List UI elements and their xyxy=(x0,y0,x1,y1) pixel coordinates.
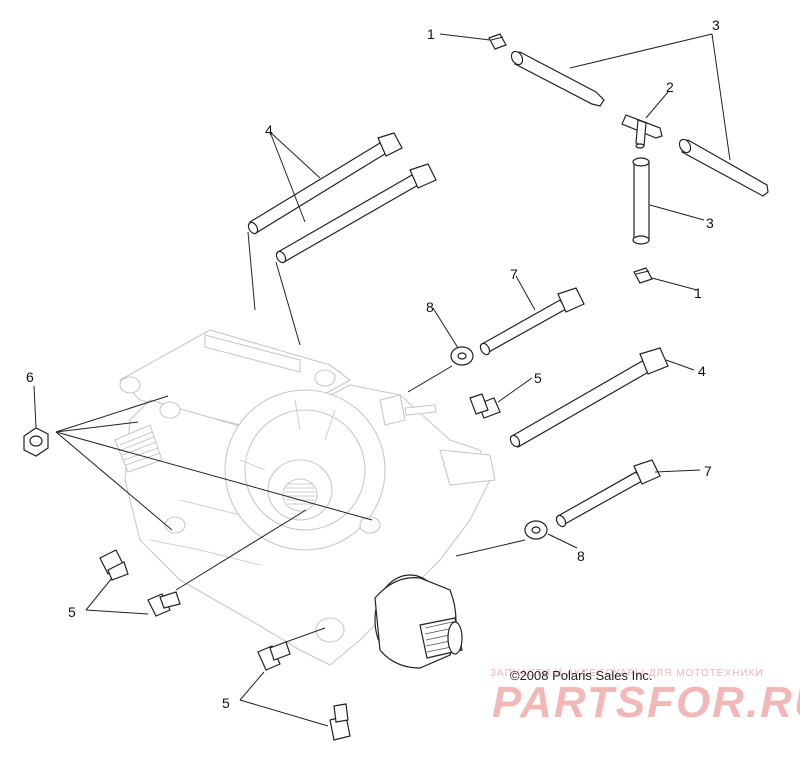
callout-5: 5 xyxy=(222,695,230,711)
callout-8: 8 xyxy=(577,548,585,564)
bolt-medium-a xyxy=(479,287,585,356)
bolt-medium-b xyxy=(555,459,661,528)
callout-3: 3 xyxy=(712,17,720,33)
copyright-notice: ©2008 Polaris Sales Inc. xyxy=(510,668,653,683)
vent-hose-right xyxy=(678,138,769,197)
leader-lines xyxy=(33,33,731,727)
bolt-long-a xyxy=(247,132,403,235)
callout-7: 7 xyxy=(510,266,518,282)
callout-5: 5 xyxy=(68,604,76,620)
tee-fitting xyxy=(621,114,663,149)
callout-4: 4 xyxy=(698,363,706,379)
vent-hose-upper xyxy=(510,50,605,107)
callout-3: 3 xyxy=(706,215,714,231)
bolt-short-e xyxy=(329,703,351,741)
callout-1: 1 xyxy=(427,26,435,42)
washer-lower xyxy=(524,520,548,540)
callout-6: 6 xyxy=(26,369,34,385)
vent-hose-vertical xyxy=(632,157,650,245)
washer-upper xyxy=(450,346,474,366)
hose-clamp-top xyxy=(488,33,507,50)
output-hub xyxy=(374,574,463,669)
bolt-long-b xyxy=(275,163,437,264)
callout-labels: 1 1 2 3 3 4 4 5 5 5 6 7 7 8 8 xyxy=(26,17,720,711)
bolt-long-c xyxy=(509,347,669,448)
watermark-tagline: ЗАПЧАСТИ И АКСЕССУАРЫ ДЛЯ МОТОТЕХНИКИ xyxy=(490,668,764,679)
callout-8: 8 xyxy=(426,299,434,315)
callout-5: 5 xyxy=(534,370,542,386)
watermark-logo: PARTSFOR.RU xyxy=(492,678,800,727)
callout-2: 2 xyxy=(666,79,674,95)
callout-4: 4 xyxy=(265,122,273,138)
bolt-short-c xyxy=(147,591,181,617)
hex-nut xyxy=(23,427,49,457)
bolt-short-b xyxy=(99,549,129,581)
callout-7: 7 xyxy=(704,463,712,479)
callout-1: 1 xyxy=(694,285,702,301)
bolt-short-d xyxy=(257,641,291,671)
hose-clamp-lower xyxy=(633,267,653,284)
bolt-short-a xyxy=(469,393,501,419)
